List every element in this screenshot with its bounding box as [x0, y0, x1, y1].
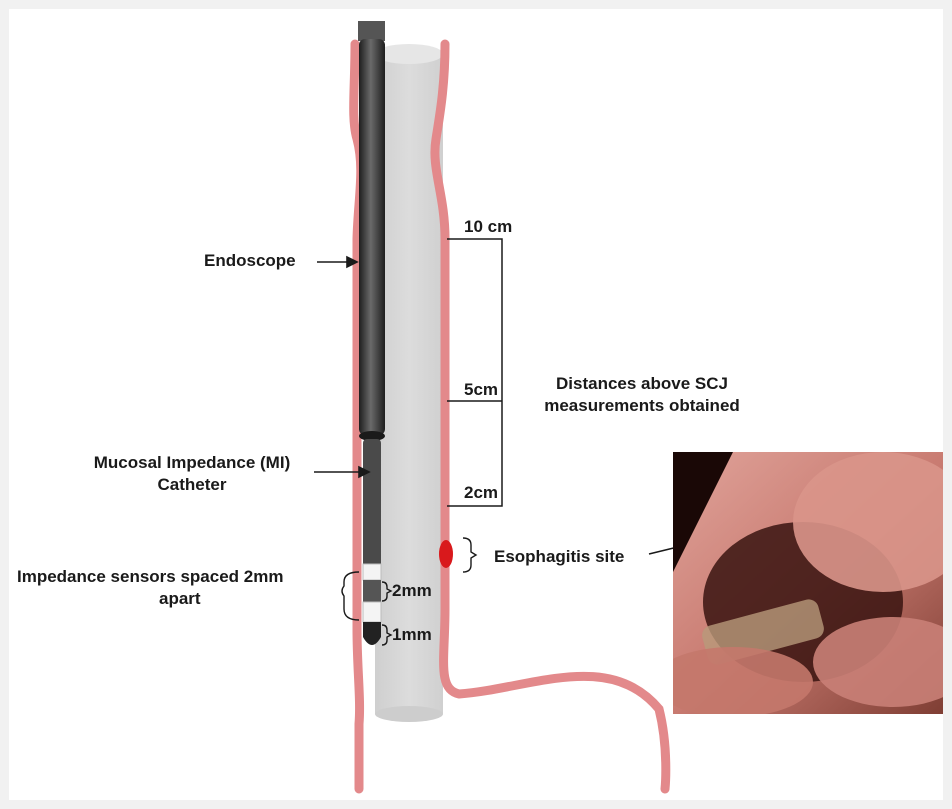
endoscope: [358, 21, 385, 441]
distance-2cm-label: 2cm: [464, 482, 498, 504]
scj-label-line1: Distances above SCJ: [522, 373, 762, 395]
distance-5cm-label: 5cm: [464, 379, 498, 401]
distance-bracket: [447, 239, 502, 506]
mi-catheter-label-line2: Catheter: [69, 474, 315, 496]
scj-distances-label: Distances above SCJ measurements obtaine…: [522, 373, 762, 417]
sensors-label-line1: Impedance sensors spaced 2mm: [17, 566, 283, 588]
endoscope-label: Endoscope: [204, 250, 296, 272]
scj-label-line2: measurements obtained: [522, 395, 762, 417]
endoscopy-photo: [673, 452, 952, 714]
sensors-label: Impedance sensors spaced 2mm apart: [17, 566, 283, 610]
spacing-1mm-label: 1mm: [392, 624, 432, 646]
spacing-2mm-label: 2mm: [392, 580, 432, 602]
sensors-label-line2: apart: [17, 588, 283, 610]
mi-catheter-label: Mucosal Impedance (MI) Catheter: [69, 452, 315, 496]
esophagitis-spot: [439, 540, 453, 568]
mi-catheter-label-line1: Mucosal Impedance (MI): [69, 452, 315, 474]
distance-10cm-label: 10 cm: [464, 216, 512, 238]
esophagitis-site-label: Esophagitis site: [494, 546, 624, 568]
